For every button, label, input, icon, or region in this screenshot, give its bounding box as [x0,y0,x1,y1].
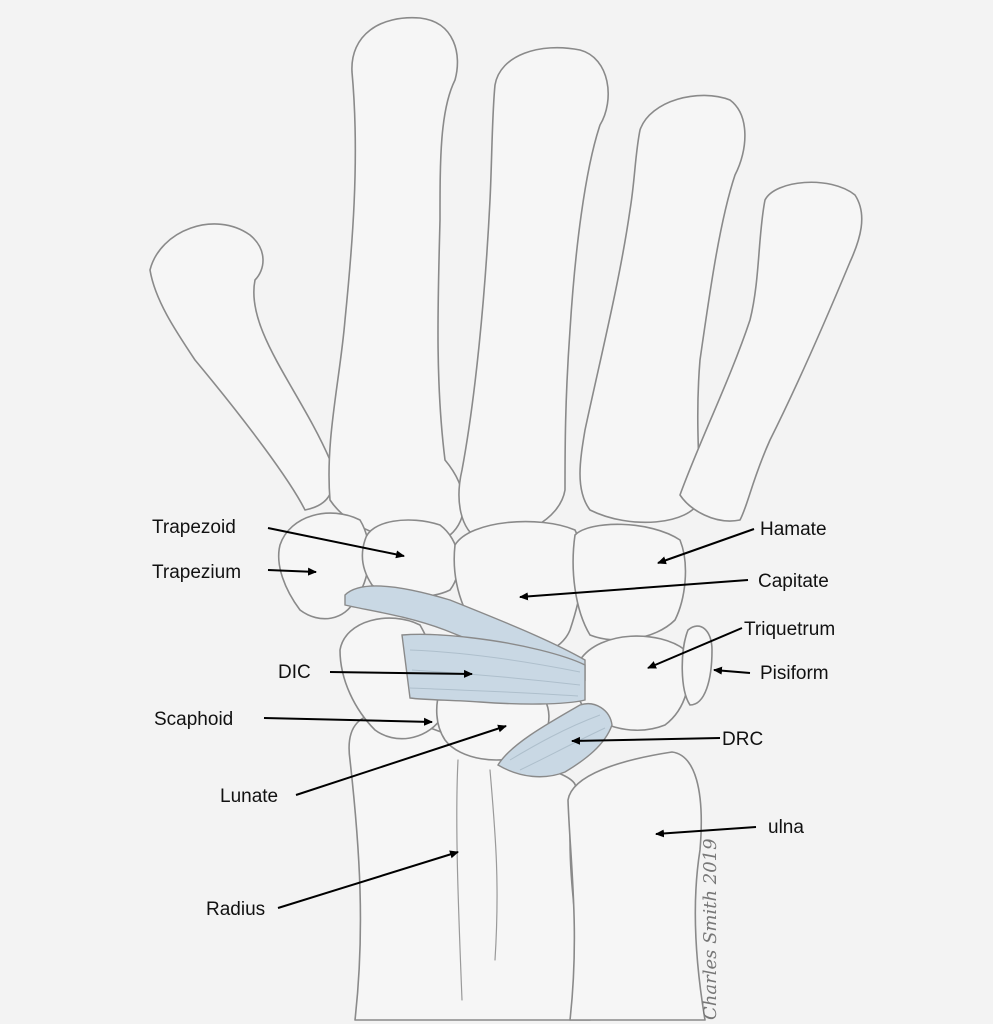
index-metacarpal [328,16,465,541]
arrow-triquetrum [647,627,743,669]
arrow-pisiform [713,666,751,675]
label-lunate: Lunate [220,786,279,807]
label-ulna: ulna [768,817,804,838]
label-hamate: Hamate [760,519,827,540]
artist-signature: Charles Smith 2019 [700,838,721,1020]
pisiform-bone [681,625,713,706]
little-metacarpal [679,181,863,522]
label-scaphoid: Scaphoid [154,709,234,730]
arrow-radius [277,850,459,909]
dic-ligament-main [401,633,586,705]
arrow-lunate [295,724,507,796]
thumb-metacarpal [149,223,334,511]
arrow-ulna [655,826,757,838]
trapezoid-bone [361,519,460,598]
arrow-hamate [657,528,755,565]
middle-metacarpal [458,46,609,541]
label-trapezoid: Trapezoid [152,517,236,538]
arrow-trapezium [267,567,317,576]
label-radius: Radius [206,899,266,920]
ulna-bone [567,751,706,1021]
label-trapezium: Trapezium [152,562,242,583]
arrow-capitate [519,579,749,601]
arrow-scaphoid [263,717,433,726]
label-triquetrum: Triquetrum [744,619,836,640]
arrow-trapezoid [267,527,405,559]
label-pisiform: Pisiform [760,663,829,684]
label-capitate: Capitate [758,571,829,592]
arrow-drc [571,736,721,745]
arrow-dic [329,669,473,678]
label-drc: DRC [722,729,764,750]
hamate-bone [572,523,687,641]
label-dic: DIC [278,662,311,683]
